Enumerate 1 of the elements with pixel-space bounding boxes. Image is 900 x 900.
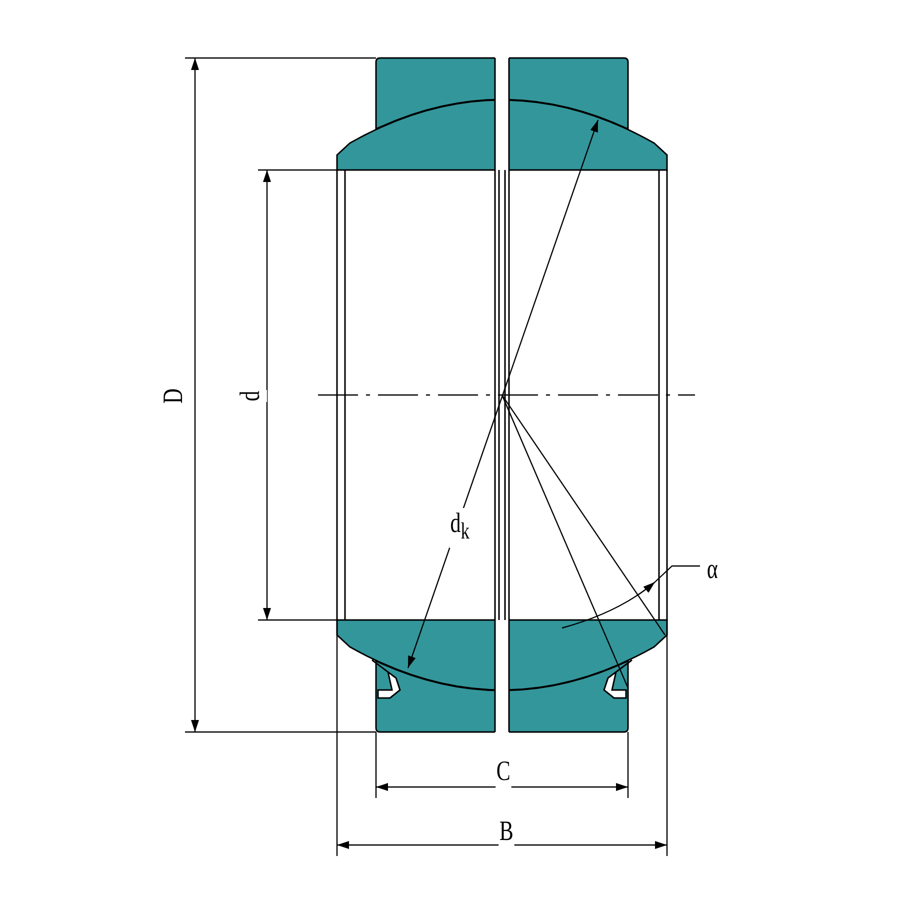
dimension-label: d$_{k}$ (449, 508, 470, 548)
